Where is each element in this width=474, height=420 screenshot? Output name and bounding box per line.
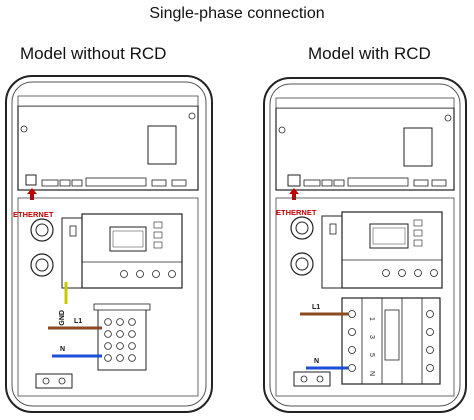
bottom-bracket (293, 371, 331, 387)
meter-display-inner (112, 230, 144, 248)
board-top-strip (17, 95, 199, 107)
rcd-terminal-label: 3 (368, 335, 375, 339)
cable-gland (30, 218, 54, 242)
meter-display-inner (372, 227, 406, 245)
l1-label: L1 (74, 318, 82, 325)
connector (431, 179, 447, 187)
bottom-bracket (35, 373, 73, 389)
rcd-toggle (384, 309, 400, 361)
meter-display (109, 226, 147, 252)
rcd-terminal-label: N (368, 371, 375, 376)
rcd-terminal-screw (426, 328, 434, 336)
cable-gland-inner (295, 221, 309, 235)
cable-gland (290, 216, 314, 240)
meter-screw (430, 269, 438, 277)
bracket-screw (316, 375, 324, 383)
board-top-strip (275, 97, 455, 109)
terminal (329, 223, 337, 235)
cable-gland-inner (295, 257, 309, 271)
model-without-rcd-label: Model without RCD (20, 44, 167, 63)
meter-screw (120, 270, 128, 278)
mount-hole (278, 126, 286, 134)
gnd-label: GND (59, 310, 66, 326)
meter-display (369, 223, 409, 249)
rcd-terminal-screw (426, 364, 434, 372)
connector (41, 179, 59, 187)
lower-compartment (275, 197, 455, 397)
meter-screw (414, 269, 422, 277)
energy-meter (341, 211, 443, 289)
board-chip (147, 125, 177, 165)
meter-button (413, 229, 423, 237)
n-label: N (60, 346, 65, 353)
cable-gland-inner (35, 258, 49, 272)
terminal-block (97, 307, 147, 371)
mount-hole (188, 112, 196, 120)
connector (59, 179, 71, 187)
rcd-terminal-screw (348, 328, 356, 336)
ethernet-arrow-icon (27, 188, 37, 200)
cable-gland-inner (35, 223, 49, 237)
connector (333, 179, 345, 187)
rcd-terminal-screw (348, 310, 356, 318)
meter-button (413, 239, 423, 247)
ethernet-port (25, 174, 37, 186)
terminal (69, 225, 77, 237)
connector (303, 179, 321, 187)
connector (413, 179, 429, 187)
meter-button (153, 231, 163, 239)
rcd-terminal-screw (348, 364, 356, 372)
rcd-terminal-screw (426, 310, 434, 318)
mount-hole (444, 114, 452, 122)
meter-button (413, 219, 423, 227)
ethernet-label: ETHERNET (276, 208, 317, 217)
rcd-terminal-label: 5 (368, 353, 375, 357)
meter-screw (168, 270, 176, 278)
mount-hole (20, 125, 28, 133)
connector (171, 179, 187, 187)
model-with-rcd-diagram: ETHERNET 1 3 5 N L1 N (263, 77, 467, 413)
ethernet-arrow-icon (289, 188, 299, 200)
connector (71, 179, 83, 187)
lower-compartment (17, 197, 199, 397)
n-label: N (314, 358, 319, 365)
model-with-rcd-label: Model with RCD (308, 44, 431, 63)
rcd-terminal-screw (426, 346, 434, 354)
cable-gland (30, 253, 54, 277)
bracket-screw (42, 377, 50, 385)
board-chip (403, 127, 433, 167)
meter-screw (382, 269, 390, 277)
rcd-terminal-label: 1 (368, 317, 375, 321)
connector (85, 177, 147, 187)
meter-screw (136, 270, 144, 278)
ethernet-port (287, 174, 301, 187)
rcd-terminal-screw (348, 346, 356, 354)
l1-label: L1 (312, 304, 320, 311)
meter-button (153, 241, 163, 249)
cable-gland (290, 252, 314, 276)
meter-screw (152, 270, 160, 278)
enclosure-inner (269, 83, 461, 407)
connector (151, 179, 167, 187)
diagram-title: Single-phase connection (149, 5, 325, 22)
meter-button (153, 221, 163, 229)
terminal-block-cap (93, 303, 151, 311)
connector (321, 179, 333, 187)
bracket-screw (300, 375, 308, 383)
meter-screw (398, 269, 406, 277)
model-without-rcd-diagram: ETHERNET GND L1 N (5, 75, 213, 413)
connector (347, 177, 409, 187)
bracket-screw (58, 377, 66, 385)
enclosure-inner (11, 81, 207, 407)
terminal-screws (104, 318, 136, 362)
ethernet-label: ETHERNET (13, 210, 54, 219)
